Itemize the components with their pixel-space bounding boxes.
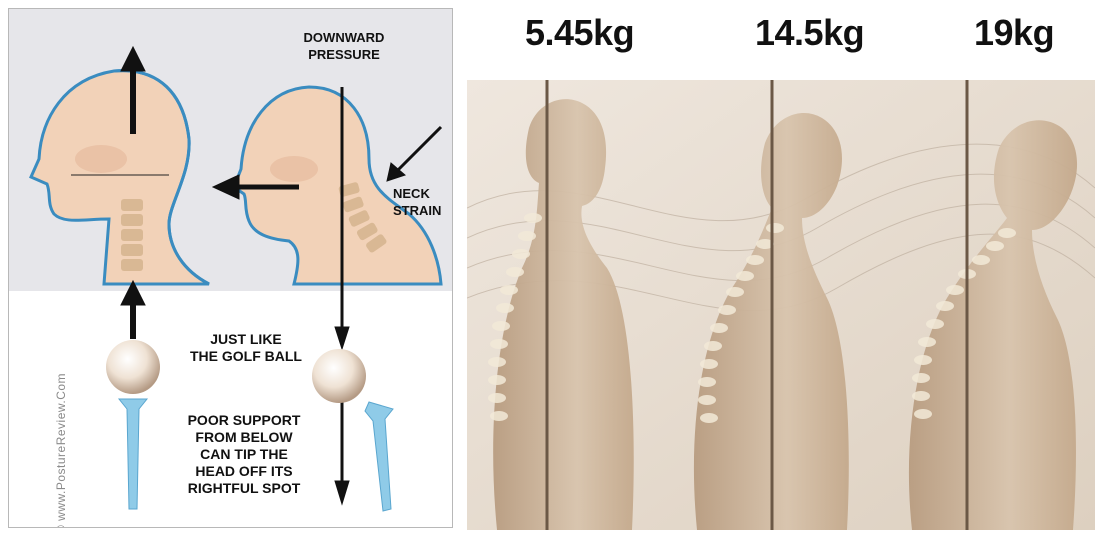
neck-strain-label: NECK STRAIN — [393, 185, 453, 219]
poor-support-label: POOR SUPPORT FROM BELOW CAN TIP THE HEAD… — [169, 412, 319, 497]
golf-ball-tipped — [312, 349, 393, 511]
upright-spine — [121, 199, 143, 271]
watermark-text: © www.PostureReview.Com — [54, 314, 68, 528]
weight-label-3: 19kg — [974, 12, 1054, 54]
head-weight-comparison: 5.45kg 14.5kg 19kg — [467, 8, 1095, 530]
posture-illustration: DOWNWARD PRESSURE NECK STRAIN JUST LIKE … — [8, 8, 453, 528]
upright-head — [31, 71, 209, 284]
weight-label-2: 14.5kg — [755, 12, 864, 54]
golf-ball-label: JUST LIKE THE GOLF BALL — [181, 331, 311, 365]
anatomy-figures — [467, 8, 1095, 530]
golf-ball-upright — [106, 340, 160, 509]
downward-pressure-label: DOWNWARD PRESSURE — [289, 29, 399, 63]
weight-label-1: 5.45kg — [525, 12, 634, 54]
